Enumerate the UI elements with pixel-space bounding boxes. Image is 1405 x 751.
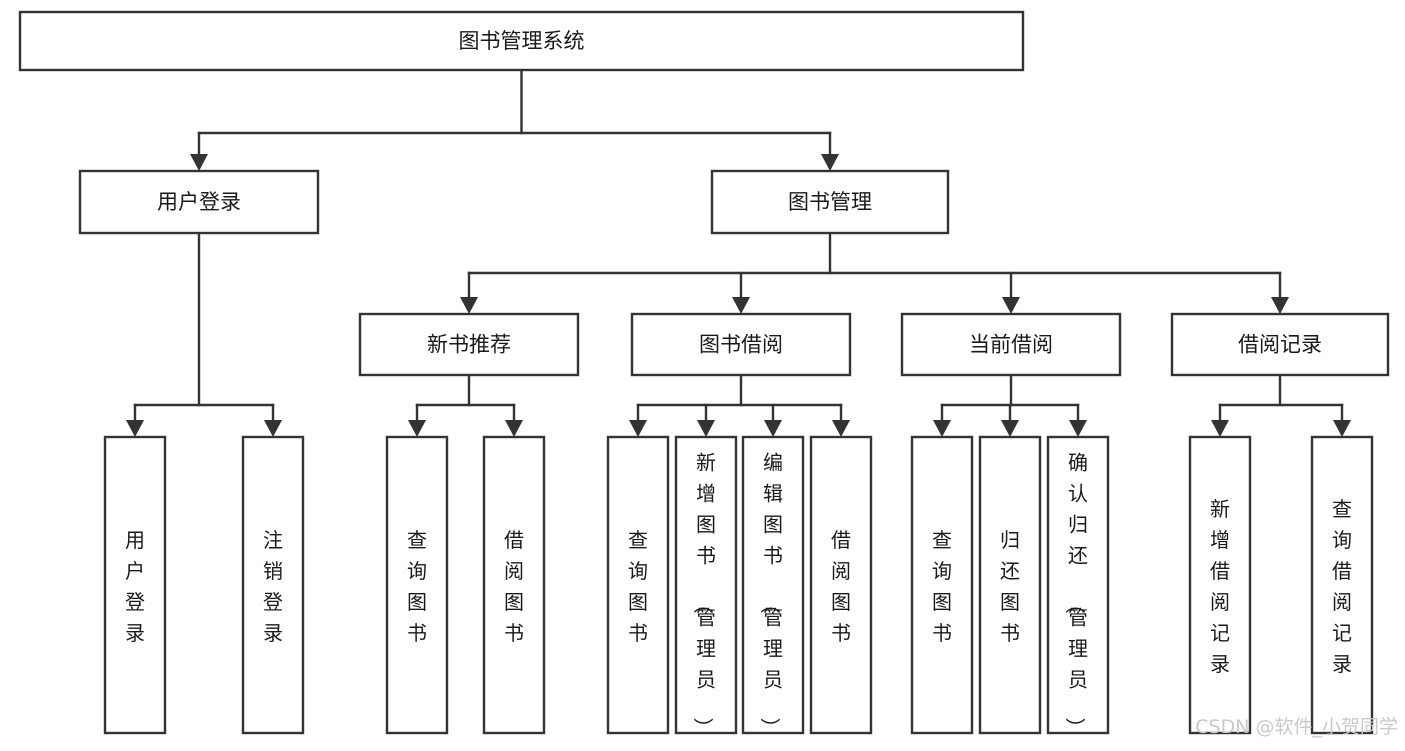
node-label-new-book-recommend: 新书推荐	[427, 333, 511, 357]
book-borrow-arrowhead-3	[832, 420, 850, 437]
node-label-leaf-edit-book-admin: 编辑图书（管理员）	[758, 451, 783, 738]
node-box-leaf-borrow-book	[809, 435, 873, 735]
node-label-leaf-user-login: 用户登录	[125, 528, 145, 645]
node-box-leaf-borrow-book-recommend	[482, 435, 546, 735]
node-borrow-records[interactable]: 借阅记录	[1170, 312, 1390, 377]
book-management-arrowhead-1	[732, 297, 750, 314]
node-box-user-login	[78, 169, 320, 235]
current-borrow-arrowhead-2	[1069, 420, 1087, 437]
node-label-leaf-borrow-book: 借阅图书	[831, 528, 851, 645]
current-borrow-arrowhead-1	[1001, 420, 1019, 437]
new-book-recommend-arrowhead-0	[408, 420, 426, 437]
book-borrow-arrowhead-2	[764, 420, 782, 437]
node-box-leaf-query-book-borrow	[606, 435, 670, 735]
new-book-recommend-arrowhead-1	[505, 420, 523, 437]
borrow-records-arrowhead-1	[1333, 420, 1351, 437]
book-management-arrowhead-0	[460, 297, 478, 314]
node-leaf-query-book-current[interactable]: 查询图书	[910, 435, 974, 735]
node-box-book-management	[710, 169, 950, 235]
current-borrow-arrowhead-0	[933, 420, 951, 437]
node-box-leaf-user-logout	[241, 435, 305, 735]
node-box-root	[18, 10, 1025, 72]
node-leaf-borrow-book[interactable]: 借阅图书	[809, 435, 873, 735]
node-box-new-book-recommend	[358, 312, 580, 377]
node-boxes-layer: 图书管理系统用户登录图书管理新书推荐图书借阅当前借阅借阅记录用户登录注销登录查询…	[18, 10, 1390, 738]
node-leaf-add-borrow-record[interactable]: 新增借阅记录	[1188, 435, 1252, 735]
node-leaf-edit-book-admin[interactable]: 编辑图书（管理员）	[741, 435, 805, 738]
node-label-book-borrow: 图书借阅	[699, 333, 783, 357]
node-leaf-return-book[interactable]: 归还图书	[978, 435, 1042, 735]
node-label-user-login: 用户登录	[157, 190, 241, 214]
node-label-leaf-query-book-recommend: 查询图书	[407, 528, 427, 645]
node-user-login[interactable]: 用户登录	[78, 169, 320, 235]
borrow-records-arrowhead-0	[1211, 420, 1229, 437]
node-box-leaf-add-book-admin	[674, 435, 738, 735]
book-management-arrowhead-2	[1002, 297, 1020, 314]
node-leaf-query-borrow-record[interactable]: 查询借阅记录	[1310, 435, 1374, 735]
node-box-leaf-query-book-recommend	[385, 435, 449, 735]
node-box-book-borrow	[630, 312, 852, 377]
node-label-leaf-query-book-current: 查询图书	[932, 528, 952, 645]
connector-links-layer	[126, 68, 1351, 437]
root-arrowhead-0	[190, 154, 208, 171]
node-box-leaf-query-borrow-record	[1310, 435, 1374, 735]
node-label-leaf-add-borrow-record: 新增借阅记录	[1210, 497, 1230, 676]
book-borrow-arrowhead-0	[629, 420, 647, 437]
node-leaf-confirm-return-admin[interactable]: 确认归还（管理员）	[1046, 435, 1110, 738]
node-label-leaf-query-book-borrow: 查询图书	[628, 528, 648, 645]
node-box-current-borrow	[900, 312, 1122, 377]
node-book-management[interactable]: 图书管理	[710, 169, 950, 235]
node-label-borrow-records: 借阅记录	[1238, 333, 1322, 357]
node-label-leaf-borrow-book-recommend: 借阅图书	[504, 528, 524, 645]
node-box-leaf-add-borrow-record	[1188, 435, 1252, 735]
node-leaf-add-book-admin[interactable]: 新增图书（管理员）	[674, 435, 738, 738]
node-box-leaf-query-book-current	[910, 435, 974, 735]
node-new-book-recommend[interactable]: 新书推荐	[358, 312, 580, 377]
node-label-leaf-query-borrow-record: 查询借阅记录	[1332, 497, 1352, 676]
root-arrowhead-1	[821, 154, 839, 171]
node-leaf-query-book-recommend[interactable]: 查询图书	[385, 435, 449, 735]
node-leaf-borrow-book-recommend[interactable]: 借阅图书	[482, 435, 546, 735]
node-current-borrow[interactable]: 当前借阅	[900, 312, 1122, 377]
node-box-leaf-return-book	[978, 435, 1042, 735]
node-label-root: 图书管理系统	[459, 29, 585, 53]
node-label-book-management: 图书管理	[788, 190, 872, 214]
node-box-leaf-edit-book-admin	[741, 435, 805, 735]
node-label-leaf-add-book-admin: 新增图书（管理员）	[691, 451, 716, 738]
node-book-borrow[interactable]: 图书借阅	[630, 312, 852, 377]
node-root[interactable]: 图书管理系统	[18, 10, 1025, 72]
node-label-leaf-return-book: 归还图书	[1000, 528, 1020, 645]
node-leaf-user-login[interactable]: 用户登录	[103, 435, 167, 735]
node-label-leaf-user-logout: 注销登录	[263, 528, 283, 645]
user-login-arrowhead-1	[264, 420, 282, 437]
book-borrow-arrowhead-1	[697, 420, 715, 437]
node-leaf-query-book-borrow[interactable]: 查询图书	[606, 435, 670, 735]
node-label-current-borrow: 当前借阅	[969, 333, 1053, 357]
node-leaf-user-logout[interactable]: 注销登录	[241, 435, 305, 735]
node-box-leaf-user-login	[103, 435, 167, 735]
node-box-leaf-confirm-return-admin	[1046, 435, 1110, 735]
book-management-arrowhead-3	[1271, 297, 1289, 314]
node-label-leaf-confirm-return-admin: 确认归还（管理员）	[1063, 451, 1088, 738]
csdn-watermark: CSDN @软件_小贺同学	[1195, 716, 1398, 738]
node-box-borrow-records	[1170, 312, 1390, 377]
user-login-arrowhead-0	[126, 420, 144, 437]
